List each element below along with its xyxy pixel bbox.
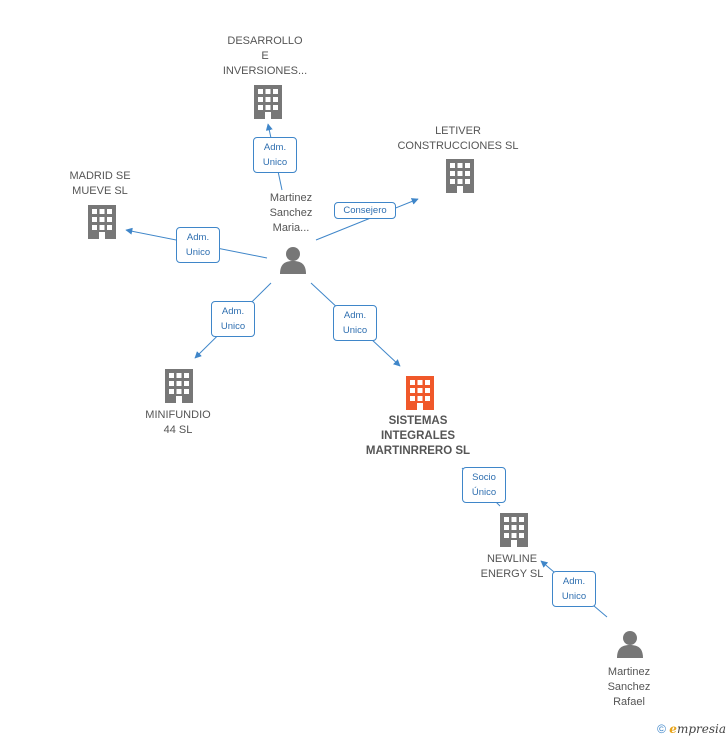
node-label-desarrollo[interactable]: DESARROLLO E INVERSIONES... [222,35,308,77]
building-icon-desarrollo [254,85,282,119]
node-label-letiver[interactable]: LETIVER CONSTRUCCIONES SL [397,125,519,152]
edge-line-letiver [315,198,419,241]
node-label-sistemas[interactable]: SISTEMAS INTEGRALES MARTINRRERO SL [365,415,471,457]
node-label-minifundio[interactable]: MINIFUNDIO 44 SL [145,409,211,436]
building-icon-newline [500,513,528,547]
building-icon-letiver [446,159,474,193]
building-icon-sistemas [406,376,434,410]
edge-label-adm-unico-minifundio: Adm. Unico [211,301,255,337]
building-icon-madrid [88,205,116,239]
edge-label-adm-unico-sistemas: Adm. Unico [333,305,377,341]
edge-label-adm-unico-madrid: Adm. Unico [176,227,220,263]
brand-logo: empresia [669,722,726,736]
person-icon-martinez-maria [280,247,306,274]
edge-label-consejero-letiver: Consejero [334,202,396,219]
building-icon-minifundio [165,369,193,403]
edge-label-adm-unico-rafael: Adm. Unico [552,571,596,607]
node-label-martinez-maria[interactable]: Martinez Sanchez Maria... [269,192,313,234]
copyright-icon: © [657,722,666,736]
person-icon-martinez-rafael [617,631,643,658]
edge-label-adm-unico-desarrollo: Adm. Unico [253,137,297,173]
footer-brand: © empresia [657,722,726,736]
edge-label-socio-unico-newline: Socio Único [462,467,506,503]
node-label-martinez-rafael[interactable]: Martinez Sanchez Rafael [607,666,651,708]
node-label-newline[interactable]: NEWLINE ENERGY SL [480,553,544,580]
node-label-madrid[interactable]: MADRID SE MUEVE SL [69,170,131,197]
